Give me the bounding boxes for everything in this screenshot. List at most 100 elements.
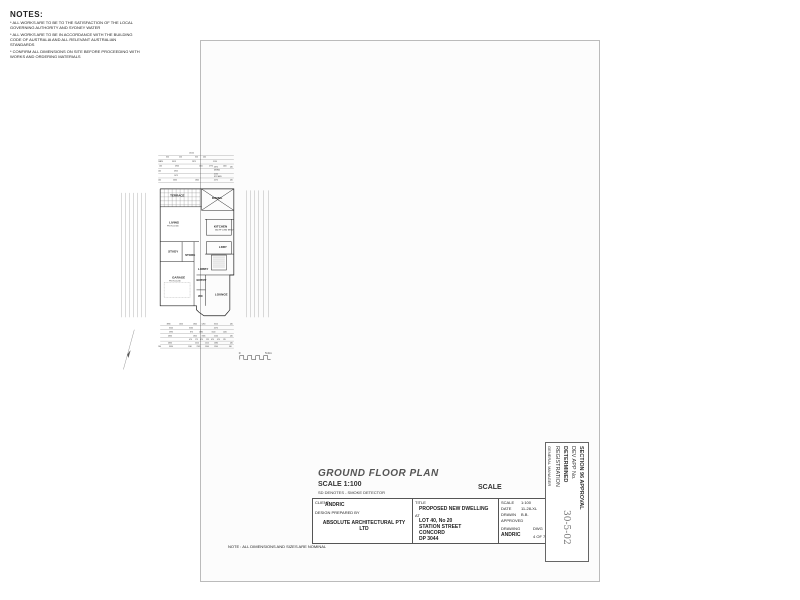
dim-top: 250 — [179, 157, 182, 159]
dim-bottom: 1500 — [205, 346, 209, 348]
dim-top: 1100 — [223, 166, 227, 168]
dim-bottom: 125 — [206, 339, 209, 341]
dim-top: 350 — [195, 157, 198, 159]
dim-bottom: 1540 — [211, 332, 215, 334]
dim-top: 5150 — [213, 161, 217, 163]
date-label: DATE — [501, 506, 512, 511]
room-label: KITCHEN — [214, 225, 227, 229]
room-label: ENTRY — [197, 278, 207, 282]
address-line: STATION STREET — [419, 524, 462, 530]
dim-top: 240 — [203, 157, 206, 159]
dim-top: 5630 — [173, 179, 177, 181]
dim-bottom: 1380 — [214, 343, 218, 345]
title-block-meta: SCALE 1:100 DATE 11-28-XL DRAWN B.B. APP… — [498, 498, 554, 544]
dim-bottom: 240 — [230, 336, 233, 338]
dim-bottom: 175 — [195, 339, 198, 341]
bottom-dimension-lines — [160, 325, 234, 349]
drawing-title: GROUND FLOOR PLAN — [318, 468, 439, 479]
dim-bottom: 470 — [217, 339, 220, 341]
dim-top: 4150 — [214, 173, 218, 175]
project-title: PROPOSED NEW DWELLING — [419, 506, 489, 512]
drawing-scale: SCALE 1:100 — [318, 481, 362, 488]
dim-top: 4870 — [214, 167, 218, 169]
dim-bottom: 3890 — [167, 324, 171, 326]
interior-walls — [160, 188, 234, 306]
dim-top: 1840 — [195, 179, 199, 181]
drawing-sheet — [200, 40, 600, 582]
dim-top: DINING — [214, 170, 221, 172]
client-label: CLIENT — [315, 500, 330, 505]
dim-top: 4570 — [214, 179, 218, 181]
footer-note: NOTE : ALL DIMENSIONS AND SIZES ARE NOMI… — [228, 544, 327, 549]
room-sublabel: FFL RL 20.230 — [169, 280, 180, 282]
room-label: LOUNGE — [215, 292, 228, 296]
dim-top: 970 — [160, 161, 163, 163]
dim-bottom: 3540 — [169, 328, 173, 330]
dim-bottom: 1200 — [214, 346, 218, 348]
dim-top: 240 — [230, 167, 233, 169]
design-label: DESIGN PREPARED BY — [315, 510, 360, 515]
dim-top: 200 — [158, 161, 161, 163]
approval-stamp — [545, 442, 589, 562]
terrace-pergola — [160, 188, 201, 207]
room-label: WC — [198, 294, 204, 298]
dim-bottom: 240 — [158, 346, 161, 348]
drawn-label: DRAWN — [501, 512, 516, 517]
dim-top: 3913 — [172, 161, 176, 163]
room-label: LIVING — [169, 221, 180, 225]
room-sublabel: FFL RL 20.580 — [167, 226, 178, 228]
stamp-line: DEV APP No. — [570, 446, 576, 480]
drawing-legend: SD DENOTES - SMOKE DETECTOR — [318, 490, 386, 495]
drawn-value: B.B. — [521, 512, 529, 517]
dim-bottom: 4270 — [214, 328, 218, 330]
stamp-line: SECTION 96 APPROVAL — [578, 446, 584, 510]
dim-bottom: 1880 — [199, 332, 203, 334]
room-label: LOBBY — [198, 267, 208, 271]
dim-top: 1475 — [174, 175, 178, 177]
dim-bottom: 2510 — [195, 343, 199, 345]
room-label: DINING — [212, 196, 223, 200]
top-dimension-lines — [158, 155, 234, 183]
dim-top: 4955 — [174, 170, 178, 172]
dim-top: KITCHEN — [214, 176, 222, 178]
note-item: * CONFIRM ALL DIMENSIONS ON SITE BEFORE … — [10, 49, 140, 59]
dim-bottom: 1840 — [193, 324, 197, 326]
dim-bottom: 4830 — [168, 336, 172, 338]
room-label: GARAGE — [172, 275, 185, 279]
floor-plan: 13120 350 250 350 240 970 3913 2875 5150… — [121, 153, 272, 370]
address-line: CONCORD — [419, 530, 445, 536]
notes-block: NOTES: * ALL WORKS ARE TO BE TO THE SATI… — [10, 10, 140, 61]
handwritten-date: 30-5-02 — [561, 510, 571, 545]
dim-bottom: 1650 — [179, 324, 183, 326]
room-label: LDRY — [219, 245, 227, 249]
scale-bar-label: SCALE — [478, 484, 502, 491]
stamp-line: GENERAL MANAGER — [547, 446, 552, 487]
room-label: TERRACE — [170, 193, 184, 197]
dim-bottom: 4830 — [168, 343, 172, 345]
left-dimension-lines — [121, 192, 146, 318]
dim-bottom: 3510 — [214, 324, 218, 326]
address-label: AT — [415, 513, 420, 518]
dim-bottom: 1260 — [201, 324, 205, 326]
stamp-line: REGISTRATION — [554, 446, 560, 487]
firm-name: ABSOLUTE ARCHITECTURAL PTY LTD — [322, 520, 406, 532]
notes-heading: NOTES: — [10, 10, 44, 19]
dim-top: 4900 — [175, 166, 179, 168]
note-item: * ALL WORKS ARE TO BE IN ACCORDANCE WITH… — [10, 32, 133, 47]
dim-bottom: 870 — [190, 332, 193, 334]
scale-bar-zero: 0 — [239, 351, 241, 355]
right-dimension-lines — [246, 190, 269, 318]
dim-bottom: 470 — [200, 339, 203, 341]
dim-bottom: 2165 — [197, 346, 201, 348]
dim-bottom: 470 — [211, 339, 214, 341]
dim-top: 240 — [158, 179, 161, 181]
dim-top: 240 — [230, 179, 233, 181]
title-label: TITLE — [415, 500, 426, 505]
dim-bottom: 125 — [223, 339, 226, 341]
room-label: STORE — [185, 253, 195, 257]
scale-value: 1:100 — [521, 500, 532, 505]
address-line: DP 3044 — [419, 536, 439, 542]
dim-bottom: 3990 — [169, 346, 173, 348]
dim-top: 200 — [159, 166, 162, 168]
note-item: * ALL WORKS ARE TO BE TO THE SATISFACTIO… — [10, 20, 133, 30]
